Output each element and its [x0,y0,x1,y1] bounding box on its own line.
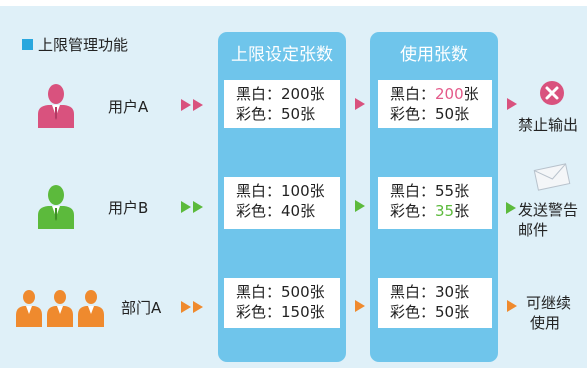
department-a-usage-bw-suffix: 张 [454,283,470,301]
user-a-limit-bw: 黑白：200张 [236,85,325,103]
user-a-usage-box: 黑白：200张 彩色：50张 [378,80,492,128]
department-a-result-line2: 使用 [530,314,561,332]
user-a-double-arrow [181,99,205,111]
user-a-person-icon [38,84,74,128]
user-b-limit-box: 黑白：100张 彩色：40张 [224,177,340,229]
user-b-result-line1: 发送警告 [518,201,579,219]
department-a-usage-bw-value: 30 [435,283,455,301]
user-b-label: 用户B [108,199,149,217]
department-a-usage-bw-prefix: 黑白： [390,283,436,301]
user-b-usage-color-prefix: 彩色： [390,202,436,220]
user-a-usage-color-suffix: 张 [454,105,470,123]
user-b-usage-color-suffix: 张 [454,202,470,220]
department-a-result: 可继续 使用 [526,293,571,333]
envelope-icon [533,163,571,191]
usage-column-header: 使用张数 [400,45,468,65]
title-text: 上限管理功能 [38,36,129,54]
user-a-usage-bw-prefix: 黑白： [390,85,436,103]
user-b-usage-bw-value: 55 [435,182,455,200]
user-a-result-arrow [507,98,517,110]
department-a-usage-color-value: 50 [435,303,455,321]
department-a-result-line1: 可继续 [526,294,572,312]
user-b-arrow [355,200,365,212]
user-a-usage-bw-value: 200 [435,85,464,103]
department-a-label: 部门A [121,299,162,317]
user-b-double-arrow [181,201,205,213]
department-a-arrow [355,300,365,312]
user-a-usage-color-prefix: 彩色： [390,105,436,123]
department-a-usage-color-prefix: 彩色： [390,303,436,321]
user-b-usage-box: 黑白：55张 彩色：35张 [378,177,492,229]
user-b-limit-bw: 黑白：100张 [236,182,325,200]
user-a-result: 禁止输出 [518,116,579,134]
department-a-limit-bw: 黑白：500张 [236,283,325,301]
user-a-limit-color: 彩色：50张 [236,105,316,123]
user-b-usage-bw-prefix: 黑白： [390,182,436,200]
x-circle-icon [540,81,564,105]
diagram-title: 上限管理功能 [22,34,128,55]
title-marker [22,39,33,50]
user-b-limit-color: 彩色：40张 [236,202,316,220]
user-b-result: 发送警告 邮件 [518,200,578,240]
user-b-usage-bw-suffix: 张 [454,182,470,200]
user-a-limit-box: 黑白：200张 彩色：50张 [224,80,340,128]
user-b-result-arrow [506,202,516,214]
user-b-result-line2: 邮件 [518,221,549,239]
user-a-usage-bw-suffix: 张 [463,85,479,103]
department-a-result-arrow [507,300,517,312]
limit-column-header: 上限设定张数 [231,45,333,65]
user-b-usage-color-value: 35 [435,202,455,220]
user-b-person-icon [38,185,74,229]
department-a-limit-color: 彩色：150张 [236,303,325,321]
department-a-usage-box: 黑白：30张 彩色：50张 [378,278,492,328]
user-a-label: 用户A [108,98,149,116]
department-a-limit-box: 黑白：500张 彩色：150张 [224,278,340,328]
user-a-arrow [355,98,365,110]
department-a-usage-color-suffix: 张 [454,303,470,321]
user-a-usage-color-value: 50 [435,105,455,123]
department-a-group-icon [16,290,104,327]
department-a-double-arrow [181,301,205,313]
